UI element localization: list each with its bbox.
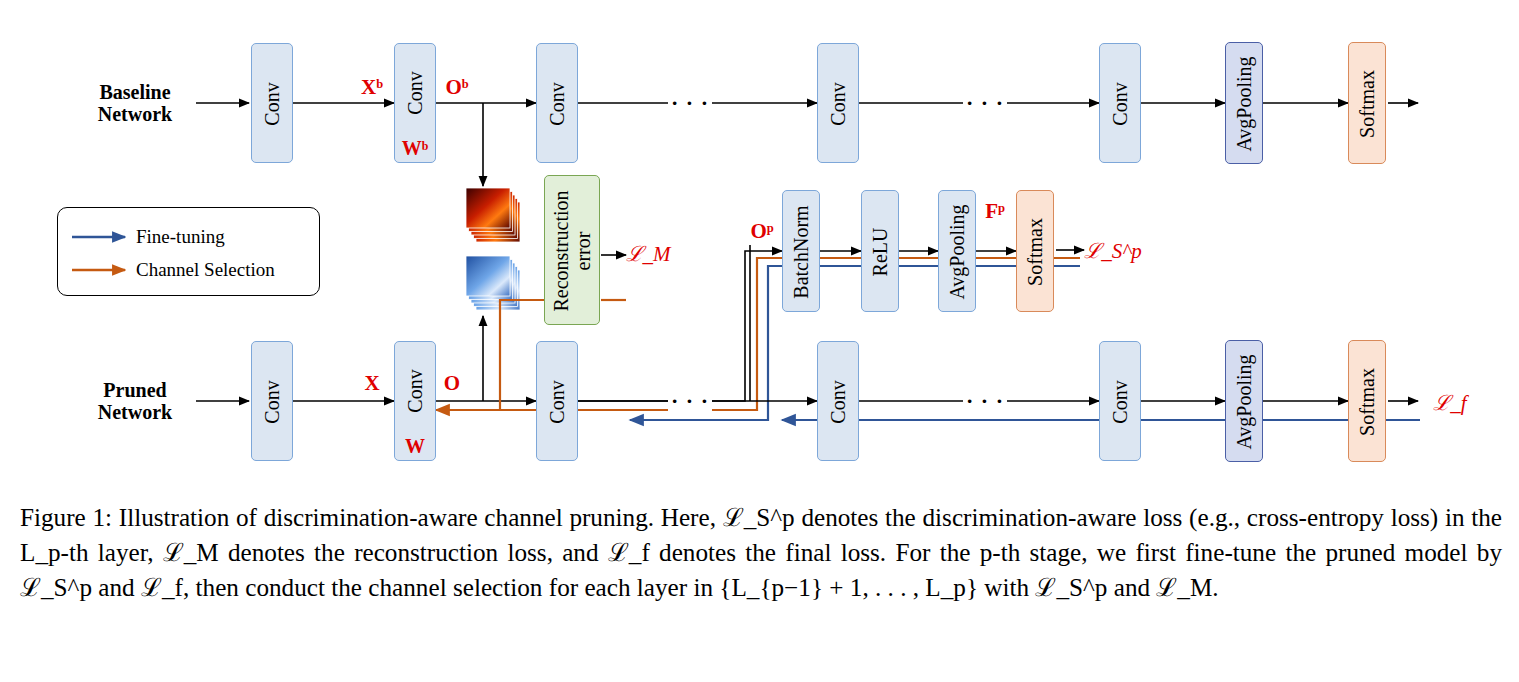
symbol-label: ℒ_S^p	[1084, 240, 1141, 263]
legend-entry: Channel Selection	[70, 257, 275, 283]
layer-box: AvgPooling	[938, 190, 976, 312]
layer-name: Softmax	[1356, 368, 1378, 436]
connector	[436, 300, 544, 410]
layer-box: Conv	[536, 341, 578, 461]
legend-line	[72, 269, 125, 271]
legend-box: Fine-tuningChannel Selection	[57, 207, 320, 296]
connector	[1263, 400, 1348, 402]
layer-box: Conv	[817, 43, 859, 163]
layer-box: ConvWᵇ	[394, 43, 436, 163]
connector	[899, 250, 938, 252]
layer-name: BatchNorm	[790, 205, 812, 298]
loss-arrow	[601, 254, 626, 256]
layer-name: Conv	[1109, 82, 1131, 125]
layer-box: AvgPooling	[1225, 42, 1263, 164]
layer-box: Conv	[251, 341, 293, 461]
connector	[293, 102, 394, 104]
layer-name: AvgPooling	[1233, 354, 1255, 449]
heatmap-stack	[466, 188, 520, 310]
figure-caption: Figure 1: Illustration of discrimination…	[20, 500, 1502, 605]
legend-swatch	[70, 230, 128, 244]
layer-box: ConvW	[394, 341, 436, 461]
layer-box: BatchNorm	[782, 190, 820, 312]
layer-name: Conv	[404, 71, 426, 114]
layer-name: Conv	[261, 82, 283, 125]
connector	[436, 102, 536, 104]
layer-box: Softmax	[1348, 340, 1386, 462]
layer-box: Softmax	[1348, 42, 1386, 164]
connector	[1141, 400, 1225, 402]
layer-box: ReLU	[861, 190, 899, 312]
network-name: Baseline Network	[80, 81, 190, 125]
legend-swatch	[70, 263, 128, 277]
layer-box: Softmax	[1016, 190, 1054, 312]
symbol-label: Fᵖ	[985, 200, 1005, 223]
layer-name: Softmax	[1024, 218, 1046, 286]
connector	[976, 250, 1016, 252]
layer-name: Softmax	[1356, 70, 1378, 138]
network-name: Pruned Network	[80, 379, 190, 423]
layer-name: ReLU	[869, 228, 891, 277]
layer-name: Conv	[827, 82, 849, 125]
symbol-label: Oᵖ	[750, 220, 773, 243]
branch-line	[749, 245, 751, 401]
symbol-label: O	[444, 372, 460, 395]
feature-arrow	[482, 316, 484, 401]
weight-label: Wᵇ	[402, 137, 428, 159]
layer-box: Conv	[1099, 43, 1141, 163]
layer-name: Conv	[1109, 380, 1131, 423]
layer-name: Conv	[404, 369, 426, 412]
ellipsis: · · ·	[668, 389, 712, 413]
input-arrow	[196, 102, 249, 104]
symbol-label: Xᵇ	[361, 76, 383, 99]
layer-name: AvgPooling	[1233, 56, 1255, 151]
symbol-label: ℒ_f	[1433, 392, 1466, 415]
symbol-label: ℒ_M	[626, 243, 671, 266]
output-arrow	[1388, 102, 1418, 104]
connector	[820, 250, 861, 252]
connector	[578, 251, 782, 401]
loss-box: Reconstruction error	[544, 175, 600, 325]
connector	[1263, 102, 1348, 104]
selection-line	[601, 299, 626, 301]
caption-text: Figure 1: Illustration of discrimination…	[20, 504, 1502, 601]
layer-name: Reconstruction error	[550, 185, 594, 317]
output-arrow	[1388, 400, 1418, 402]
feature-arrow	[482, 103, 484, 186]
connector	[1141, 102, 1225, 104]
layer-name: Conv	[827, 380, 849, 423]
legend-entry: Fine-tuning	[70, 224, 225, 250]
connector	[436, 400, 536, 402]
layer-box: Conv	[1099, 341, 1141, 461]
layer-box: Conv	[536, 43, 578, 163]
ellipsis: · · ·	[963, 91, 1007, 115]
legend-line	[72, 236, 125, 238]
input-arrow	[196, 400, 249, 402]
output-arrow	[1056, 249, 1084, 251]
layer-box: Conv	[817, 341, 859, 461]
legend-text: Channel Selection	[136, 259, 275, 281]
layer-name: Conv	[546, 82, 568, 125]
layer-box: Conv	[251, 43, 293, 163]
feature-map	[466, 256, 510, 296]
ellipsis: · · ·	[963, 389, 1007, 413]
symbol-label: X	[364, 372, 379, 395]
layer-name: Conv	[261, 380, 283, 423]
layer-box: AvgPooling	[1225, 340, 1263, 462]
legend-text: Fine-tuning	[136, 226, 225, 248]
feature-map	[466, 188, 510, 228]
connector	[293, 400, 394, 402]
layer-name: Conv	[546, 380, 568, 423]
symbol-label: Oᵇ	[445, 76, 468, 99]
layer-name: AvgPooling	[946, 204, 968, 299]
weight-label: W	[405, 435, 425, 457]
ellipsis: · · ·	[668, 91, 712, 115]
